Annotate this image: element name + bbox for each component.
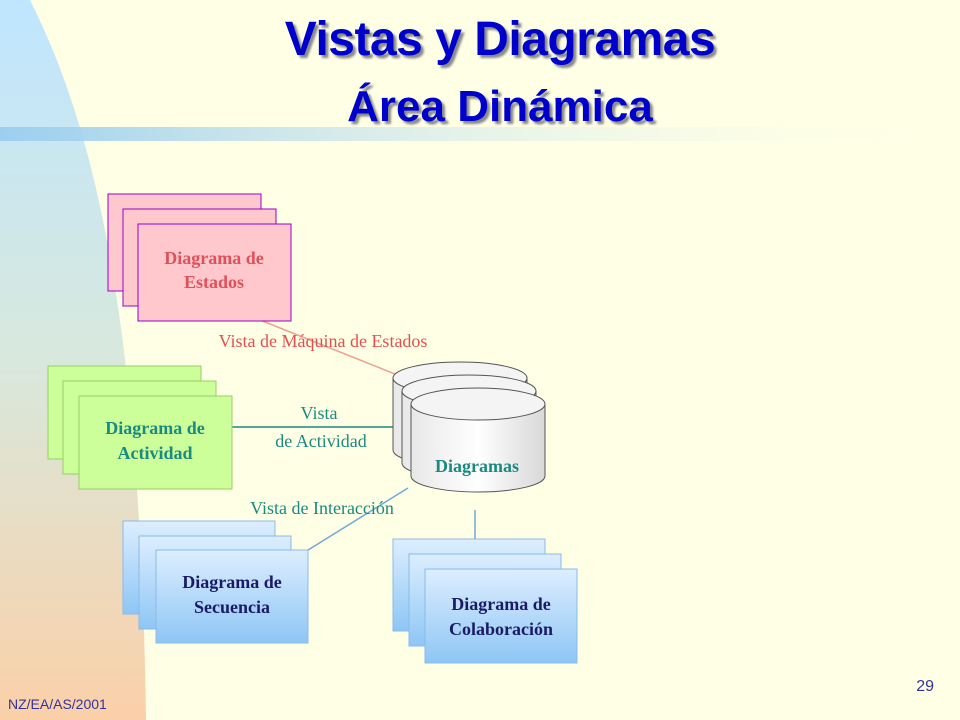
activity-diagram-stack: Diagrama de Actividad <box>47 365 233 490</box>
states-box-line2: Estados <box>184 272 244 292</box>
edge-label-activity-line2: de Actividad <box>275 431 366 451</box>
slide-title: Vistas y Diagramas <box>284 13 716 66</box>
edge-label-interaction: Vista de Interacción <box>250 498 394 518</box>
slide-subtitle: Área Dinámica <box>347 82 653 131</box>
decorative-title-bar <box>0 127 960 141</box>
diagrams-repository-stack: Diagramas <box>392 361 546 493</box>
decorative-side-band <box>0 0 146 720</box>
edge-label-states: Vista de Máquina de Estados <box>219 331 428 351</box>
page-number: 29 <box>916 678 934 695</box>
activity-box-line2: Actividad <box>117 443 192 463</box>
sequence-box-line2: Secuencia <box>194 597 270 617</box>
sequence-diagram-stack: Diagrama de Secuencia <box>122 520 309 644</box>
collaboration-box-line1: Diagrama de <box>451 594 550 614</box>
footer-code: NZ/EA/AS/2001 <box>8 696 107 712</box>
edge-label-activity-line1: Vista <box>301 403 338 423</box>
sequence-box-line1: Diagrama de <box>182 572 281 592</box>
activity-diagram-box <box>78 395 233 490</box>
states-diagram-box <box>137 223 292 322</box>
collaboration-diagram-stack: Diagrama de Colaboración <box>392 538 578 664</box>
edge-states-line <box>254 317 411 381</box>
diagrams-center-label: Diagramas <box>435 456 519 476</box>
collaboration-box-line2: Colaboración <box>449 619 553 639</box>
activity-box-line1: Diagrama de <box>105 418 204 438</box>
edge-interaction-line <box>291 487 409 561</box>
states-diagram-stack: Diagrama de Estados <box>107 193 292 322</box>
sequence-diagram-box <box>155 549 309 644</box>
cylinder-front <box>410 387 546 493</box>
states-box-line1: Diagrama de <box>164 248 263 268</box>
collaboration-diagram-box <box>424 568 578 664</box>
